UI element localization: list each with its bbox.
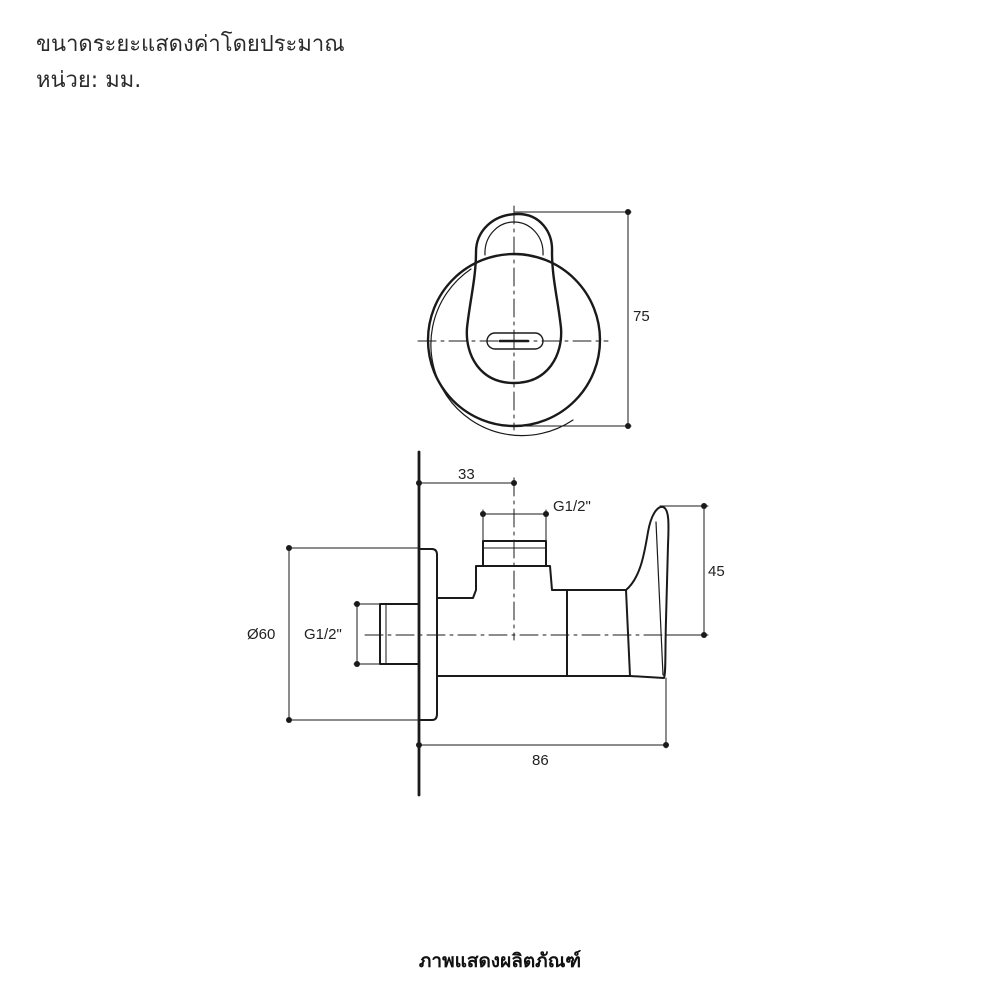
dim-75-label: 75 xyxy=(633,308,650,325)
dim-86-label: 86 xyxy=(532,752,549,769)
inlet-nipple xyxy=(379,603,420,665)
valve-body xyxy=(436,565,568,677)
dim-outlet-dot-left xyxy=(480,511,486,517)
dim-33-dot-right xyxy=(511,480,517,486)
side-handle-lever xyxy=(625,505,670,679)
approx-dimensions-note: ขนาดระยะแสดงค่าโดยประมาณ xyxy=(36,32,345,57)
dim-45-dot-bottom xyxy=(701,632,707,638)
dim-outlet-dot-right xyxy=(543,511,549,517)
side-handle-edge xyxy=(655,521,664,676)
front-view xyxy=(417,205,632,437)
side-view xyxy=(286,450,709,797)
dim-60-label: Ø60 xyxy=(247,626,275,643)
dim-inlet-thread-label: G1/2" xyxy=(304,626,342,643)
front-escutcheon-inner xyxy=(430,268,574,437)
dim-outlet-thread-label: G1/2" xyxy=(553,498,591,515)
dim-33-label: 33 xyxy=(458,466,475,483)
dim-33-dot-left xyxy=(416,480,422,486)
dim-75-dot-top xyxy=(625,209,631,215)
dim-60-dot-bottom xyxy=(286,717,292,723)
dim-45-label: 45 xyxy=(708,563,725,580)
dimension-end-markers xyxy=(286,209,707,748)
side-handle-cap xyxy=(566,589,631,677)
dim-45-dot-top xyxy=(701,503,707,509)
dim-inlet-dot-top xyxy=(354,601,360,607)
dim-86-dot-left xyxy=(416,742,422,748)
unit-note: หน่วย: มม. xyxy=(36,68,142,93)
dim-60-dot-top xyxy=(286,545,292,551)
dim-86-dot-right xyxy=(663,742,669,748)
dim-inlet-dot-bottom xyxy=(354,661,360,667)
dim-75-dot-bottom xyxy=(625,423,631,429)
figure-caption: ภาพแสดงผลิตภัณฑ์ xyxy=(418,950,582,972)
front-handle-outline xyxy=(465,212,563,385)
